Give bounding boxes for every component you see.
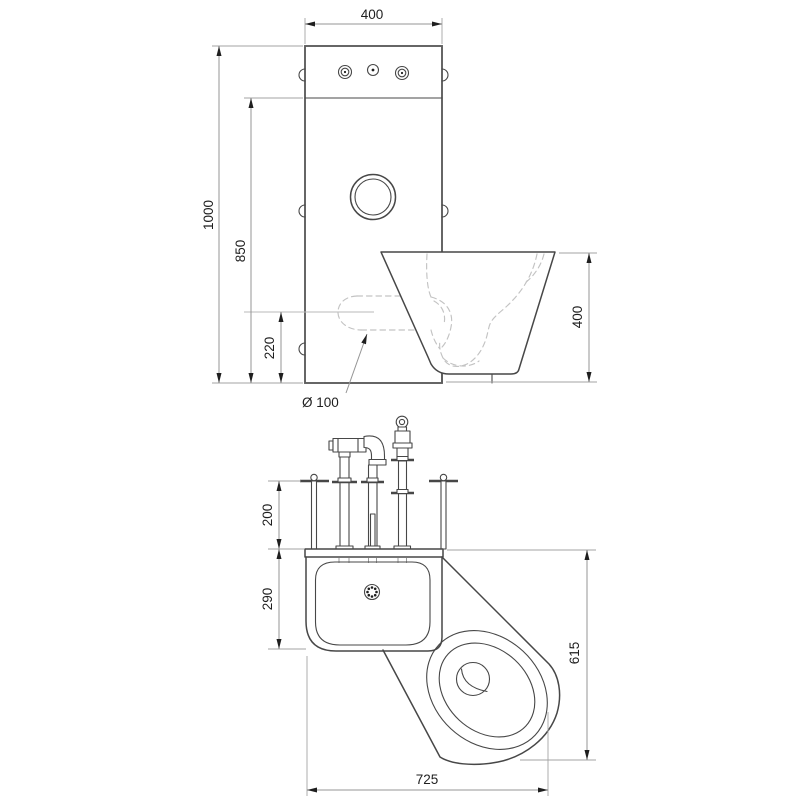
dim-label-basin-depth: 290 [260,588,275,611]
dim-panel-width: 400 [304,7,443,44]
flush-pipe-elbow [361,435,387,551]
plan-view: 200 290 615 725 [260,415,596,796]
fixing-stud-left [300,473,329,550]
dim-label-overall-width: 725 [416,772,439,787]
top-plate [304,548,444,558]
panel-outline [304,45,443,384]
supply-connections [337,63,410,81]
wc-bowl-plan [382,556,561,766]
flush-valve-assembly [328,437,367,551]
fixing-stud-right [429,473,458,550]
dim-label-total-height: 1000 [201,200,216,230]
front-view: 400 1000 850 220 400 [201,7,597,410]
outlet-diameter-callout: Ø 100 [302,333,368,410]
vacuum-breaker-assembly [391,415,414,551]
wc-bowl-side [380,251,556,375]
dim-upper-height: 850 [233,97,303,383]
dim-total-height: 1000 [201,45,303,384]
bowl-hidden-contours [426,253,545,367]
dim-label-bowl-height: 400 [570,306,585,329]
outlet-diameter-label: Ø 100 [302,395,339,410]
dim-overall-depth: 615 [447,549,596,761]
washbasin-plan [305,556,443,652]
dim-label-upper-height: 850 [233,240,248,263]
dim-overall-width: 725 [306,656,549,796]
dim-label-outlet-height: 220 [262,337,277,360]
dim-basin-depth: 290 [260,548,306,650]
access-opening [349,173,397,221]
dim-label-panel-width: 400 [361,7,384,22]
bowl-water-crescent [460,668,488,693]
mounting-tabs [298,68,449,356]
dim-outlet-height: 220 [262,312,284,383]
dim-bowl-height: 400 [446,252,597,383]
dim-pipes-projection: 200 [260,480,301,549]
basin-drain [363,583,381,601]
dim-label-pipes-projection: 200 [260,504,275,527]
bowl-outlet-plan [455,661,491,697]
dim-label-overall-depth: 615 [567,642,582,665]
